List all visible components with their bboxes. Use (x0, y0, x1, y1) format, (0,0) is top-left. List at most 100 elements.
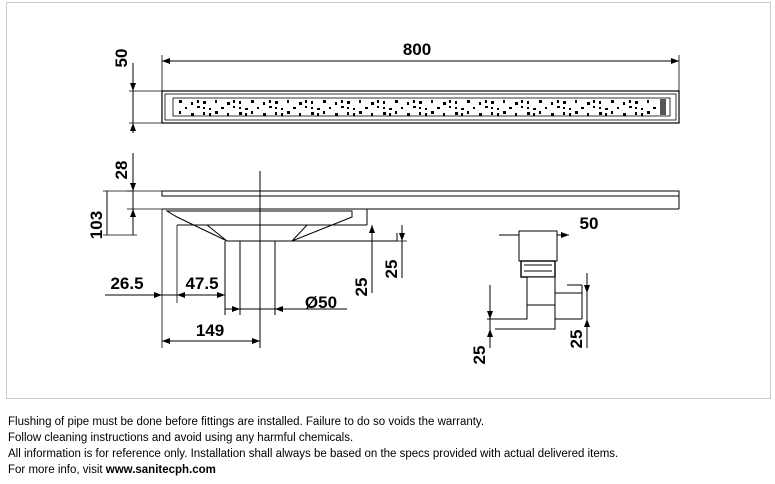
grate-slot (323, 100, 326, 103)
grate-slot (593, 100, 595, 103)
grate-slot (245, 108, 248, 110)
grate-slot (401, 107, 403, 109)
grate-slot (227, 102, 230, 105)
dim-trap-bottom-right: 25 (567, 330, 586, 349)
grate-slot (299, 113, 301, 116)
dim-total-height: 103 (87, 211, 106, 239)
grate-slot (629, 100, 631, 103)
grate-slot (209, 113, 211, 116)
grate-slot (635, 107, 637, 109)
grate-slot (287, 111, 290, 114)
grate-slot (479, 102, 481, 105)
grate-slot (209, 108, 211, 110)
grate-slot (275, 107, 277, 109)
grate-slot (419, 107, 421, 109)
grate-slot (413, 100, 415, 103)
grate-slot (515, 102, 518, 105)
grate-slot (311, 101, 313, 104)
grate-slot (383, 101, 385, 104)
grate-slot (617, 107, 619, 109)
grate-slot (491, 101, 494, 104)
grate-slot (599, 101, 601, 104)
grate-slot (281, 113, 283, 116)
grate-slot (611, 100, 614, 103)
grate-slot (233, 106, 235, 108)
brand-tag (660, 99, 666, 115)
grate-slot (251, 111, 253, 114)
grate-slot (461, 108, 464, 110)
grate-slot (395, 111, 397, 114)
grate-slot (503, 111, 506, 114)
grate-slot (239, 101, 241, 104)
grate-slot (557, 100, 559, 103)
grate-slot (371, 102, 374, 105)
grate-slot (581, 107, 584, 109)
grate-slot (623, 102, 625, 105)
grate-slot (203, 101, 206, 104)
dim-profile-height: 28 (112, 161, 131, 180)
grate-slot (575, 100, 577, 103)
grate-slot (185, 107, 187, 109)
grate-slot (587, 113, 589, 116)
grate-slot (605, 108, 608, 110)
grate-slot (413, 106, 416, 108)
grate-slot (527, 112, 530, 115)
trap-detail: 50 25 25 (470, 214, 598, 364)
grate-slot (641, 108, 643, 110)
grate-slot (491, 107, 493, 109)
grate-slot (533, 113, 535, 116)
grate-slot (359, 111, 362, 114)
grate-slot (629, 106, 632, 108)
note-line-4: For more info, visit www.sanitecph.com (8, 462, 768, 478)
grate-slot (389, 113, 391, 116)
grate-slot (527, 107, 529, 109)
dim-outlet-diameter: Ø50 (305, 293, 337, 312)
top-view: 800 50 (112, 40, 680, 133)
grate-slot (497, 113, 499, 116)
dim-outlet-offset: 47.5 (185, 274, 218, 293)
grate-slot (641, 113, 643, 116)
grate-slot (497, 108, 499, 110)
grate-slot (551, 113, 554, 116)
grate-slot (419, 112, 421, 115)
grate-slot (221, 107, 224, 109)
grate-slot (215, 100, 217, 103)
grate-slot (203, 112, 205, 115)
grate-slot (533, 108, 536, 110)
grate-slot (275, 112, 277, 115)
grate-slot (479, 113, 482, 116)
grate-slot (311, 112, 314, 115)
grate-slot (653, 107, 656, 109)
grate-slot (521, 106, 523, 108)
grate-slot (485, 100, 487, 103)
grate-slot (377, 106, 379, 108)
grate-slot (407, 113, 410, 116)
grate-slot (647, 111, 650, 114)
grate-slot (587, 102, 590, 105)
grate-slot (407, 102, 409, 105)
grate-slot (521, 100, 523, 103)
dim-trap-width: 50 (580, 214, 599, 233)
grate-slot (191, 113, 194, 116)
website-link[interactable]: www.sanitecph.com (105, 464, 216, 476)
grate-slot (503, 100, 505, 103)
grate-slot (647, 100, 649, 103)
grate-slot (311, 107, 313, 109)
grate-slot (239, 112, 242, 115)
grate-slot (437, 107, 440, 109)
grate-slot (443, 113, 445, 116)
grate-slot (551, 102, 553, 105)
grate-slot (179, 100, 182, 103)
grate-slot (455, 101, 457, 104)
grate-slot (635, 112, 637, 115)
dim-drop-left: 25 (352, 278, 371, 297)
grate-slot (341, 100, 343, 103)
dim-top-height: 50 (112, 49, 131, 68)
grate-slot (197, 106, 200, 108)
grate-slot (287, 100, 289, 103)
grate-slot (455, 107, 457, 109)
grate-slot (191, 102, 193, 105)
grate-slot (215, 111, 218, 114)
grate-slot (335, 113, 338, 116)
grate-slot (197, 100, 199, 103)
